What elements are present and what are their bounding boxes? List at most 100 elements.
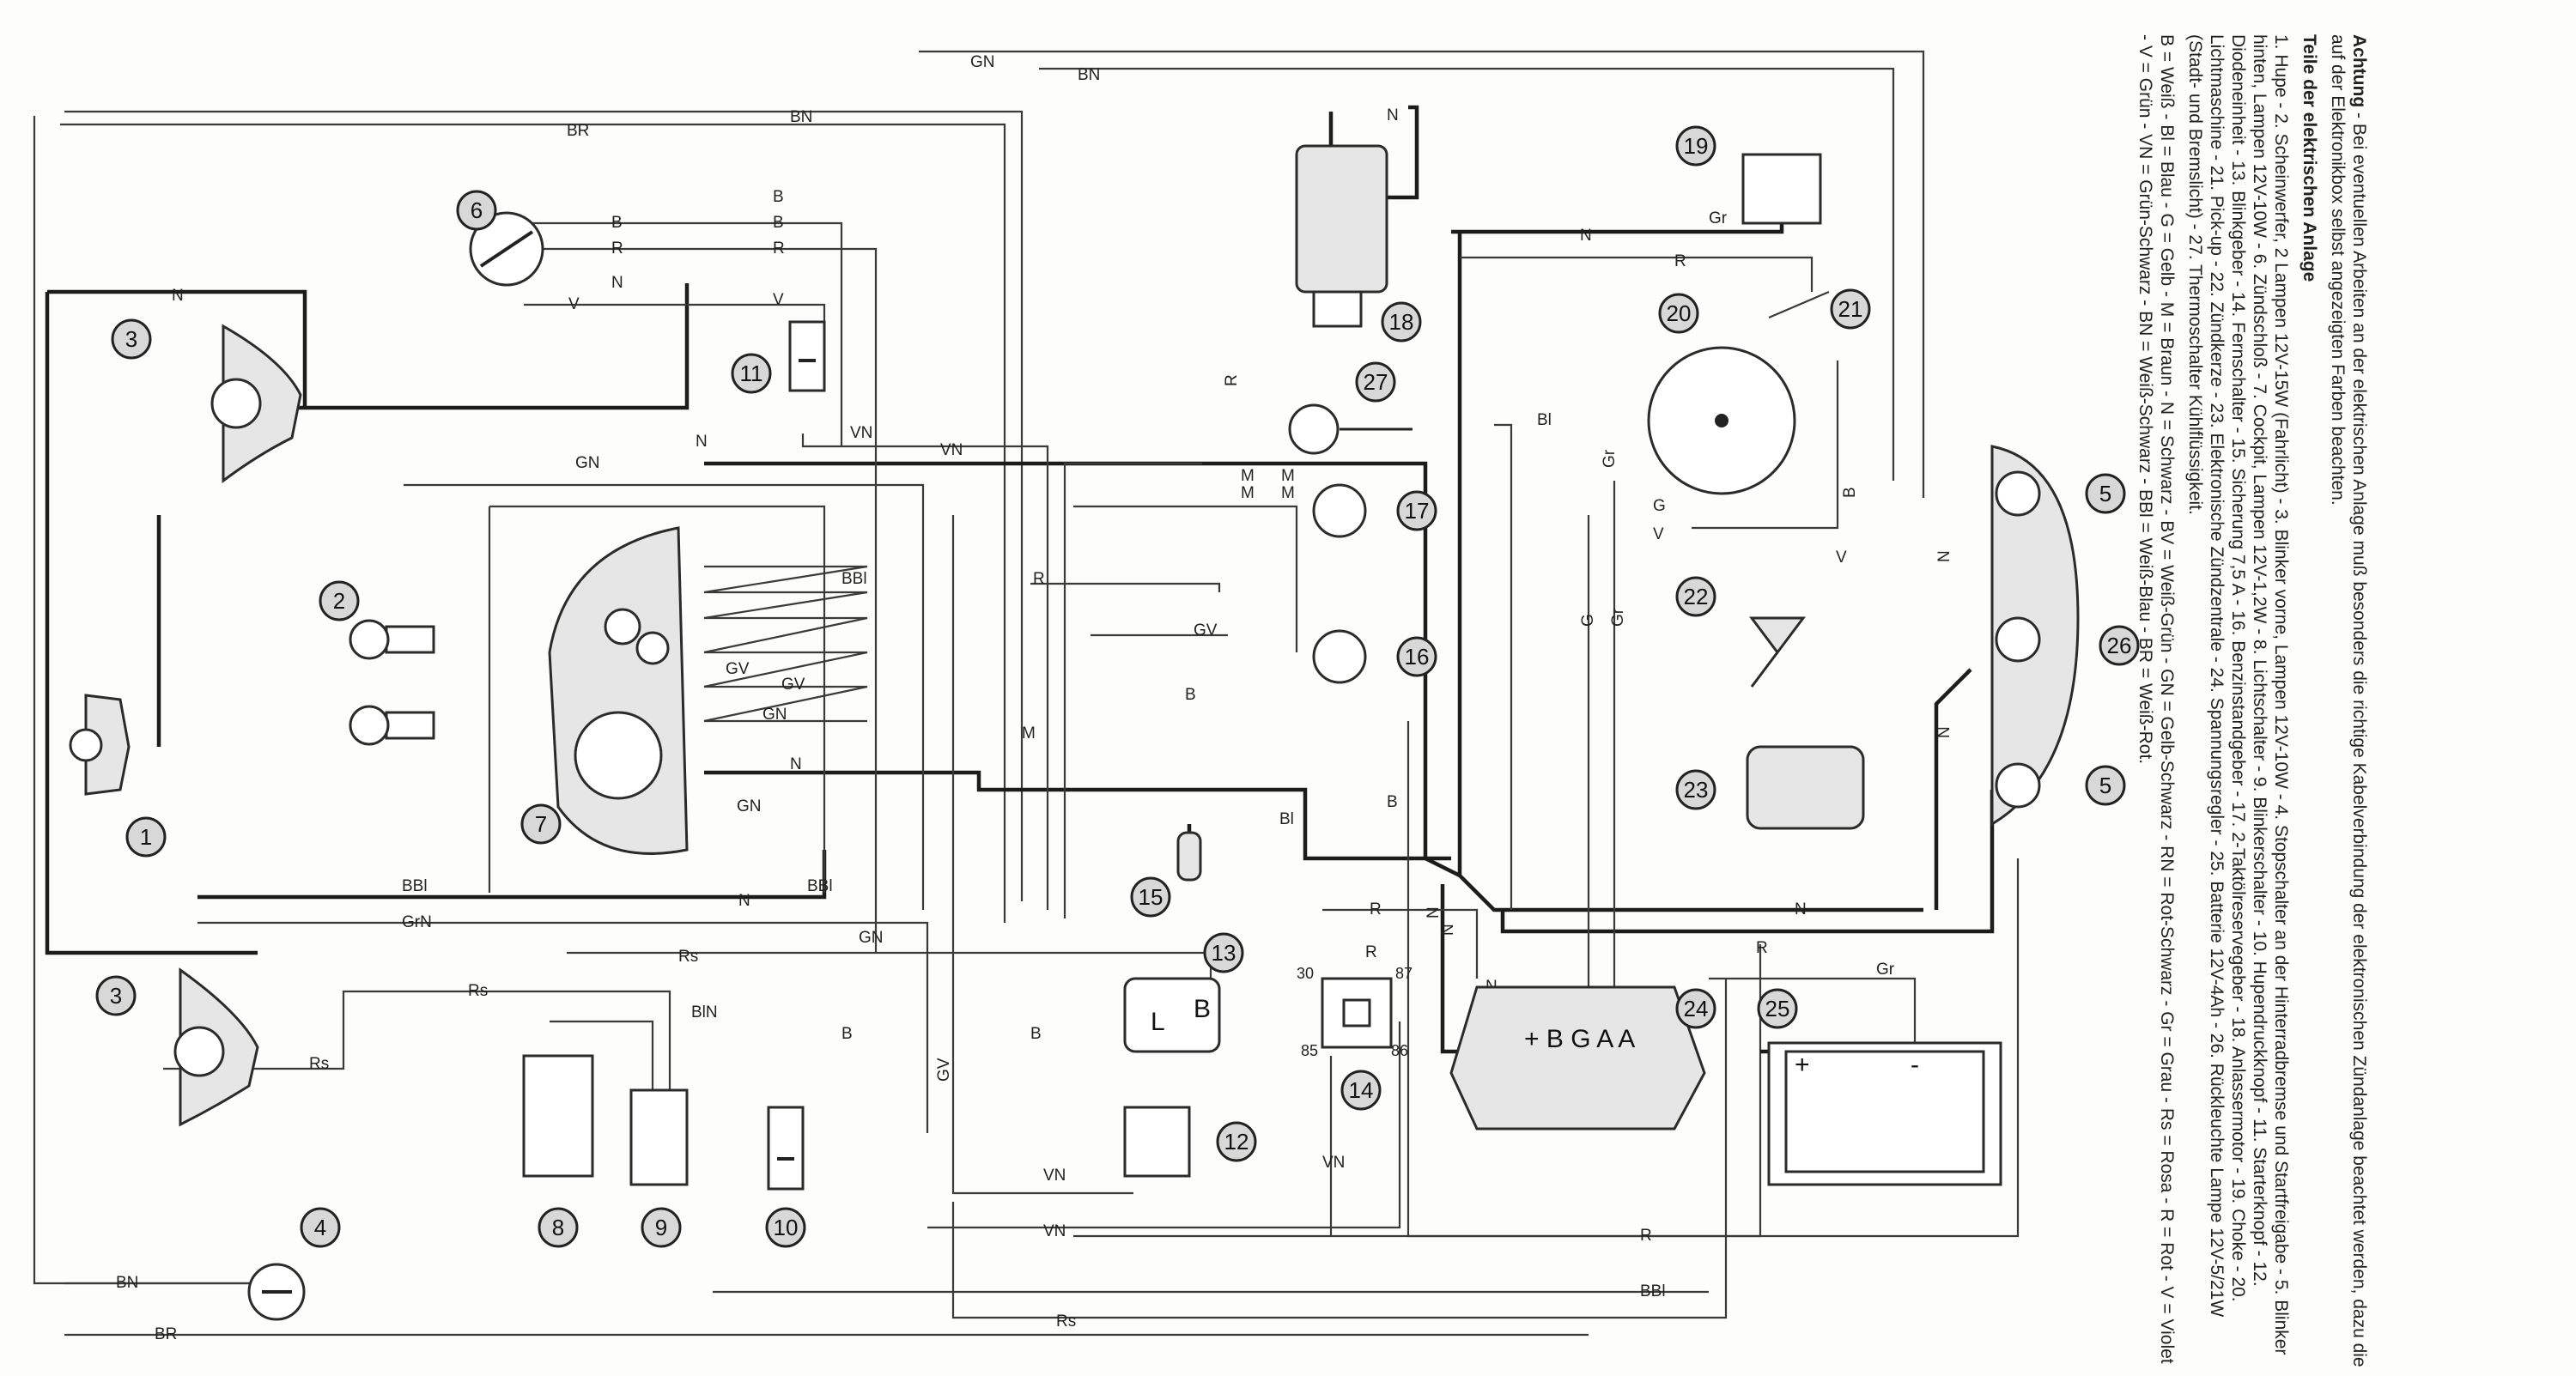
callout-25: 25: [1757, 988, 1798, 1029]
wire-v-coil: [1692, 361, 1839, 530]
label-bbl2: BBl: [402, 877, 428, 895]
label-gn4: GN: [737, 797, 762, 815]
component-light-switch: [522, 1054, 594, 1178]
wire-bl: [1494, 423, 1513, 910]
callout-24: 24: [1675, 988, 1716, 1029]
label-gv3: GV: [935, 1058, 953, 1082]
label-n: N: [172, 287, 184, 305]
component-alternator: [1647, 346, 1796, 495]
component-choke: [1741, 153, 1822, 225]
component-starter-motor: [1295, 144, 1388, 328]
callout-1: 1: [125, 816, 167, 858]
component-horn-button: [767, 1106, 805, 1191]
svg-text:10: 10: [774, 1215, 799, 1240]
svg-text:21: 21: [1838, 296, 1863, 322]
label-gv: GV: [726, 660, 750, 678]
wire-m: [1063, 462, 1202, 918]
component-rear-lights: [1990, 445, 2080, 827]
callout-3-top: 3: [111, 318, 152, 360]
svg-text:24: 24: [1684, 996, 1709, 1021]
svg-text:5: 5: [2099, 481, 2111, 506]
wire-bn-top2: [64, 110, 1024, 901]
label-n5: N: [790, 755, 802, 773]
callout-13: 13: [1203, 932, 1244, 973]
label-m1: M: [1241, 467, 1255, 485]
label-gr4: Gr: [1876, 961, 1895, 979]
regulator-terminals: + B G A A: [1524, 1025, 1635, 1053]
wire-fuel: [1073, 505, 1298, 652]
component-ignition-unit: [1746, 745, 1865, 830]
label-gv4: GV: [1194, 621, 1218, 640]
svg-text:18: 18: [1389, 309, 1414, 335]
svg-text:11: 11: [740, 361, 763, 386]
svg-text:9: 9: [655, 1215, 667, 1240]
label-n7: N: [1425, 906, 1443, 918]
callout-8: 8: [538, 1207, 579, 1248]
svg-text:4: 4: [314, 1215, 326, 1240]
wire-labels: GN BN BR BN N B R N V B B R V VN VN GN N…: [116, 53, 1953, 1343]
wire-b: [567, 951, 1212, 1013]
component-thermoswitch: [1288, 403, 1413, 455]
svg-text:14: 14: [1349, 1077, 1374, 1103]
callout-7: 7: [520, 803, 562, 845]
component-battery: + -: [1767, 1041, 2002, 1186]
wires: [33, 50, 2020, 1337]
callout-11: 11: [731, 353, 772, 394]
wire-n-choke: [1451, 155, 1784, 234]
wire-n-rear: [1934, 668, 1972, 910]
wire-cockpit-out: [703, 565, 868, 723]
svg-text:16: 16: [1405, 644, 1430, 670]
component-blinker-switch: [629, 1088, 689, 1186]
label-vn5: VN: [1322, 1154, 1345, 1172]
callouts: 1 2 3 3 4 5 5 6 7 8 9 10 11 12 13 14 15 …: [95, 125, 2140, 1248]
label-r3: R: [1640, 1227, 1652, 1245]
label-m2: M: [1241, 484, 1255, 502]
svg-text:5: 5: [2099, 773, 2111, 798]
callout-2: 2: [319, 580, 360, 621]
component-relay: 30 87 85 86: [1297, 965, 1413, 1059]
wire-n-left: [45, 292, 258, 955]
label-b6: B: [1185, 686, 1196, 704]
component-diode-unit: [1123, 1106, 1191, 1178]
component-front-blinker-top: [210, 324, 302, 483]
wire-n-main: [47, 289, 307, 408]
wire-n-ign: [1457, 232, 1923, 912]
svg-text:13: 13: [1212, 940, 1236, 966]
label-bn: BN: [1078, 66, 1100, 84]
label-v4: V: [1836, 549, 1847, 567]
component-pickup: [1768, 290, 1830, 319]
label-bbl4: BBl: [1640, 1282, 1666, 1300]
wire-bn-top3: [1039, 67, 1895, 481]
label-b3: B: [773, 214, 784, 232]
callout-22: 22: [1675, 576, 1716, 617]
attention-text: - Bei eventuellen Arbeiten an der elektr…: [2328, 34, 2369, 1367]
callout-12: 12: [1216, 1121, 1257, 1162]
flasher-terminal-l: L: [1151, 1008, 1165, 1036]
wire-gn-top: [919, 50, 1925, 498]
callout-4: 4: [300, 1207, 341, 1248]
label-vn4: VN: [1043, 1222, 1066, 1240]
callout-3-bottom: 3: [95, 975, 137, 1016]
label-b: B: [611, 214, 623, 232]
attention-block: Achtung - Bei eventuellen Arbeiten an de…: [2327, 34, 2370, 1373]
label-v: V: [568, 295, 580, 313]
label-bbl3: BBl: [807, 877, 833, 895]
label-br2: BR: [155, 1325, 177, 1343]
label-br3: R: [1033, 570, 1045, 588]
component-flasher: L B: [1123, 977, 1221, 1053]
label-g2: G: [1579, 614, 1597, 627]
label-bln: BlN: [691, 1003, 718, 1021]
attention-title: Achtung: [2349, 34, 2369, 108]
label-n6: N: [738, 892, 750, 910]
component-regulator: + B G A A: [1449, 985, 1706, 1131]
relay-terminal-87: 87: [1395, 965, 1413, 982]
label-m4: M: [1281, 484, 1295, 502]
wire-vn-bottom: [927, 1021, 1401, 1229]
callout-26: 26: [2099, 625, 2140, 666]
component-fuse: [1176, 831, 1202, 882]
label-v3: V: [1653, 525, 1664, 543]
svg-text:12: 12: [1224, 1129, 1249, 1155]
label-n2: N: [611, 274, 623, 292]
label-r2: R: [773, 239, 785, 258]
wire-r-choke: [1460, 256, 1814, 292]
